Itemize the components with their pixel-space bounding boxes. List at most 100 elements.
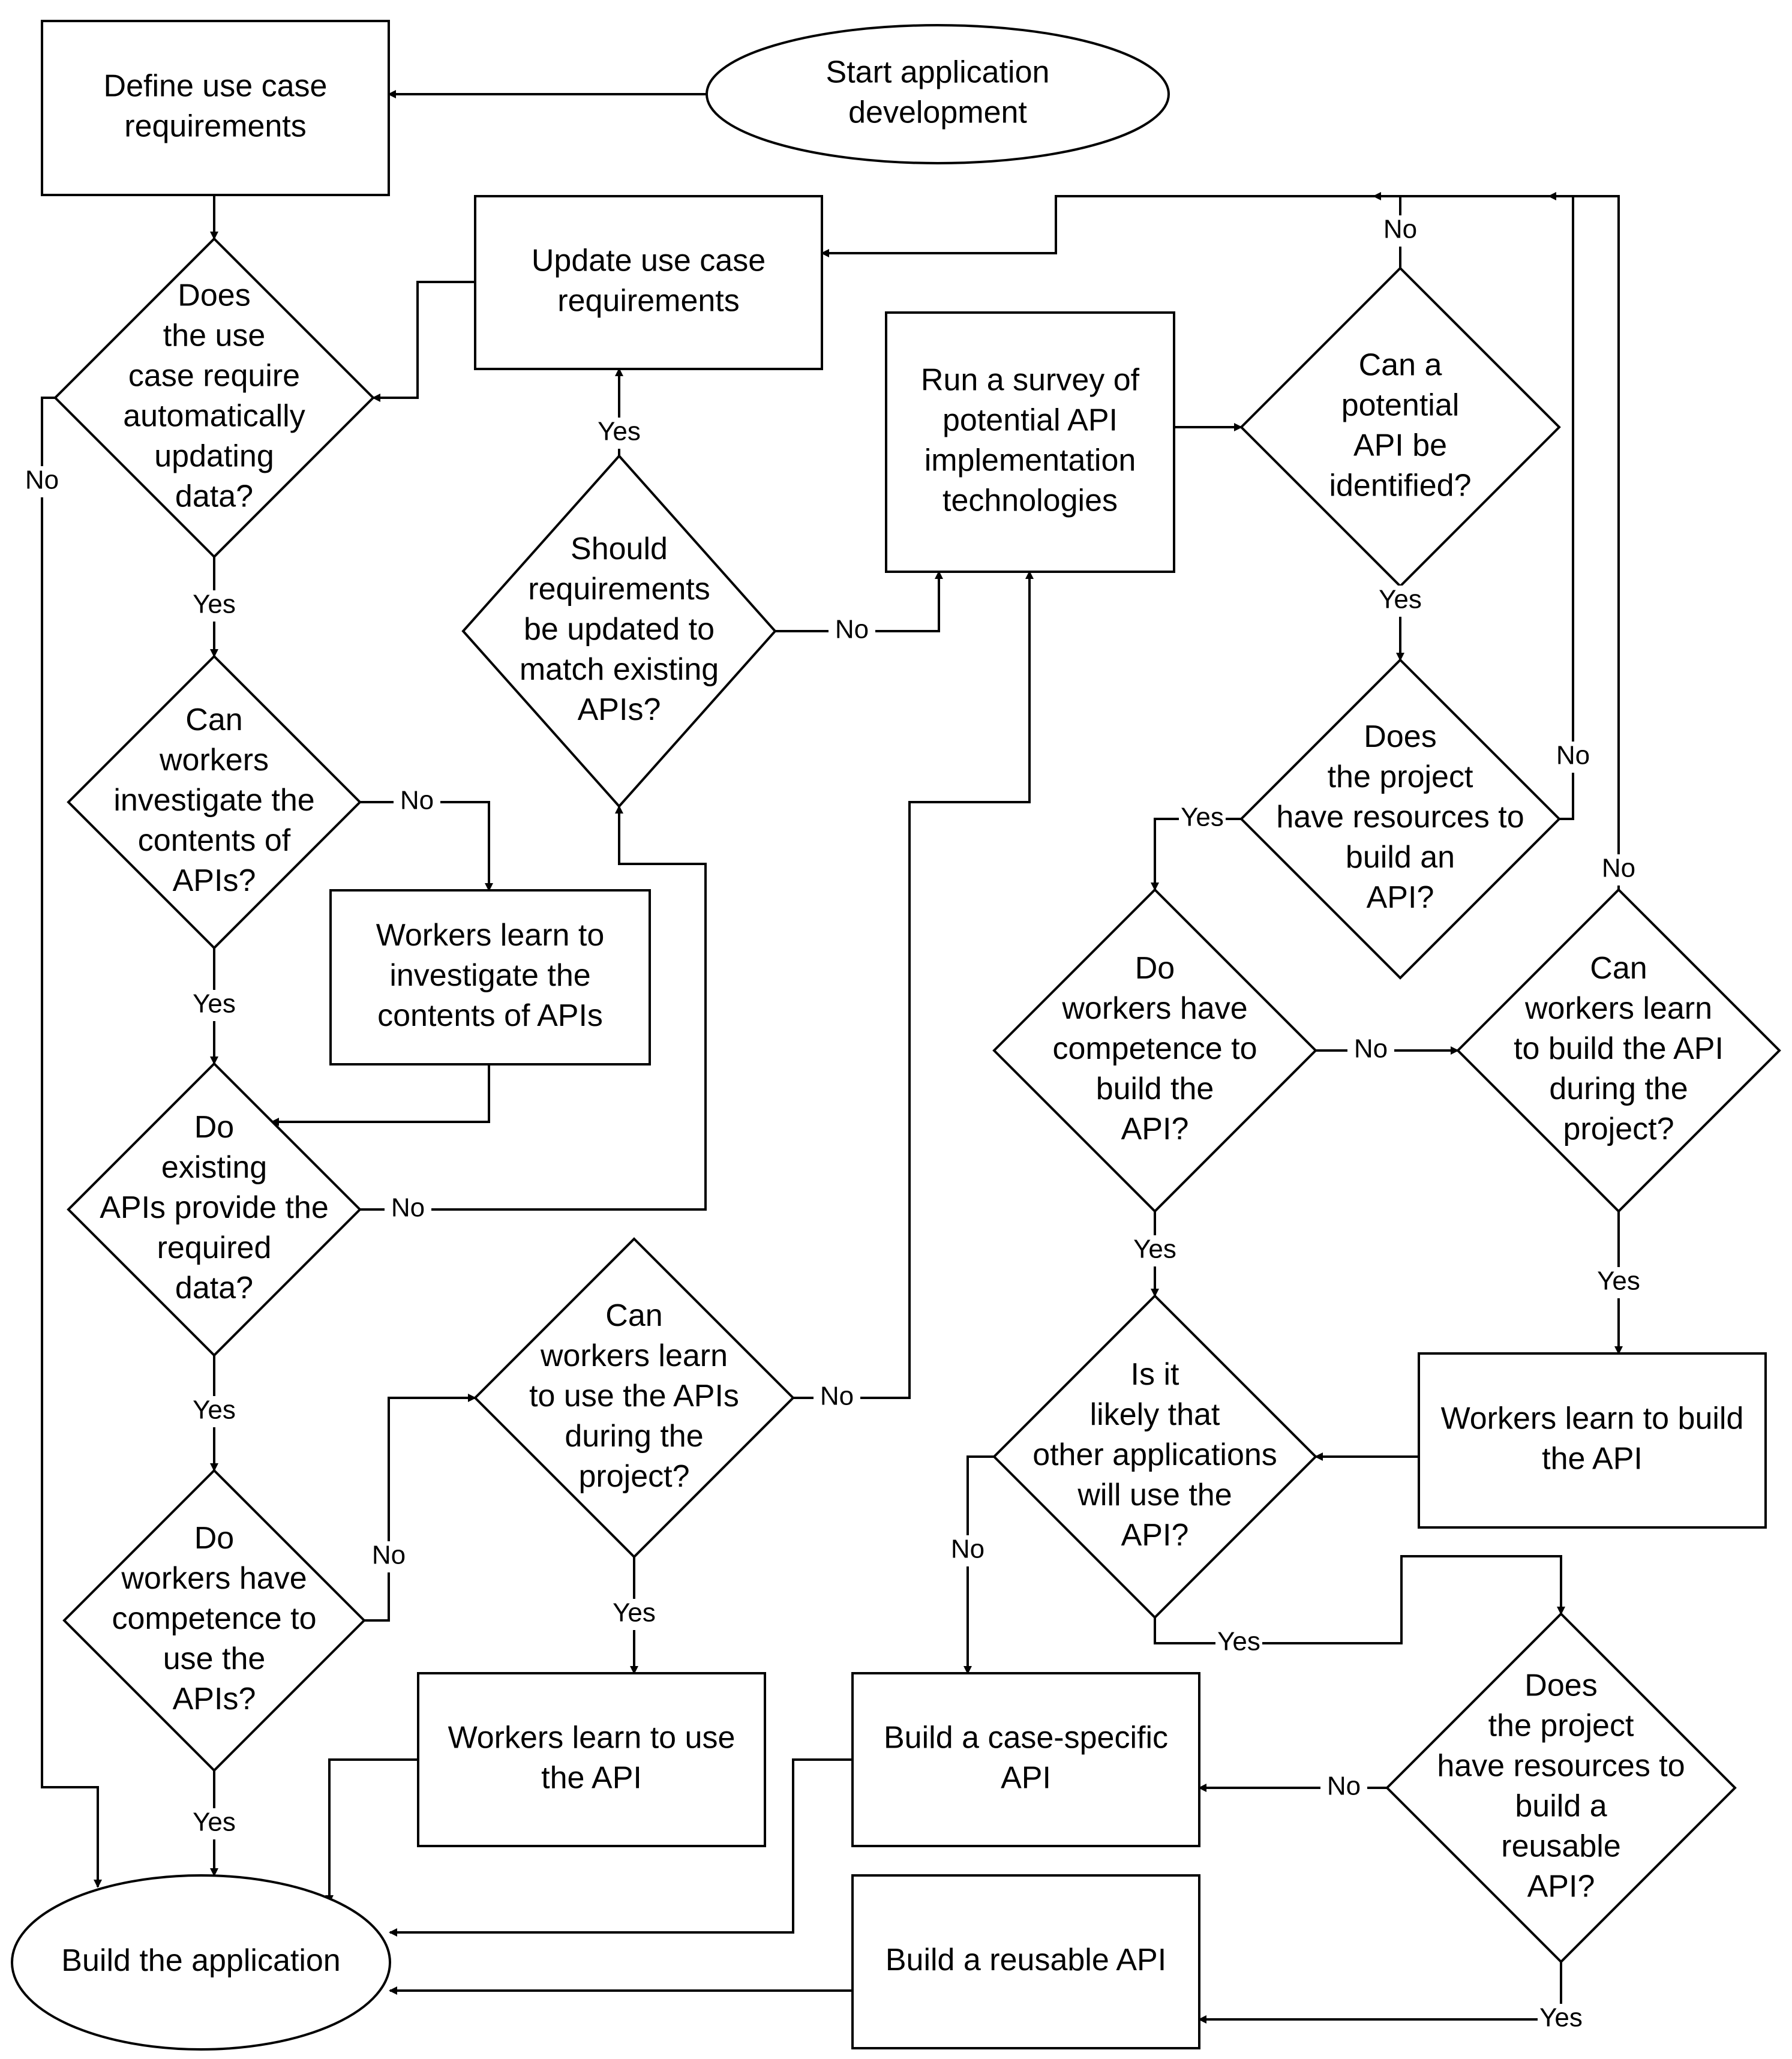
learn-investigate-label-line: Workers learn to: [376, 918, 605, 953]
edge-label-yes: Yes: [1133, 1235, 1176, 1264]
resources-reusable-label-line: API?: [1527, 1869, 1595, 1904]
edge-label-bg: [191, 1396, 238, 1427]
edge-learnuse-buildapp: [325, 1758, 418, 1904]
edge-label-no: No: [1354, 1034, 1388, 1064]
competence-build-label-line: workers have: [1061, 991, 1247, 1026]
learn-investigate-shape: [329, 889, 651, 1065]
case-specific-label-line: API: [1001, 1760, 1051, 1795]
edge-label-yes: Yes: [193, 1395, 236, 1425]
resources-reusable-label-line: Does: [1524, 1668, 1597, 1703]
edge-label-bg: [19, 466, 65, 497]
edge-canidentify-no-update: [821, 195, 1401, 268]
edge-label-no: No: [391, 1193, 425, 1223]
node-shapes: [11, 20, 1781, 2051]
edge-label-no: No: [25, 466, 59, 495]
edge-resources-no-top: [1373, 192, 1574, 820]
edge-label-yes: Yes: [193, 989, 236, 1019]
resources-reusable-label-line: build a: [1515, 1788, 1607, 1823]
edge-label-bg: [944, 1535, 991, 1566]
edge-label-bg: [1179, 803, 1226, 835]
edge-label-bg: [1595, 854, 1642, 886]
build-app-label-line: Build the application: [61, 1943, 340, 1978]
resources-build-label-line: have resources to: [1276, 800, 1524, 835]
update-shape: [474, 195, 823, 370]
edge-likely-no-casespecific: [963, 1455, 994, 1674]
edge-labels: NoNoYesYesNoYesNoNoYesNoYesNoNoYesYesYes…: [19, 215, 1642, 2035]
learn-build-shape: [1418, 1352, 1767, 1529]
auto-update-shape: [53, 237, 375, 559]
can-investigate-label-line: investigate the: [113, 783, 314, 818]
edge-label-bg: [1377, 215, 1424, 247]
existing-provide-label-line: Do: [194, 1110, 234, 1145]
existing-provide-label-line: data?: [175, 1271, 253, 1305]
learn-build-q-label-line: Can: [1590, 951, 1647, 986]
edge-label-bg: [1550, 742, 1596, 773]
resources-build-label: Does the project have resources to build an…: [1276, 719, 1524, 915]
competence-use-shape: [62, 1469, 366, 1772]
edge-label-no: No: [1602, 854, 1635, 883]
edge-label-no: No: [400, 786, 434, 815]
update-label-line: requirements: [557, 283, 739, 318]
can-investigate-label-line: Can: [185, 703, 242, 737]
competence-use-label-line: competence to: [112, 1601, 316, 1636]
can-identify-label-line: identified?: [1329, 468, 1471, 503]
survey-shape: [885, 311, 1175, 573]
competence-use-label-line: APIs?: [173, 1682, 256, 1716]
resources-reusable-label-line: have resources to: [1437, 1748, 1685, 1783]
learn-use-q-label-line: to use the APIs: [529, 1379, 739, 1413]
likely-other-shape: [992, 1294, 1317, 1619]
edge-resreusable-yes-reusable: [1198, 1962, 1562, 2024]
build-app-label: Build the application: [61, 1943, 340, 1978]
edge-label-yes: Yes: [1379, 585, 1422, 614]
case-specific-shape: [851, 1672, 1200, 1847]
edge-competenceuse-no-learnuseq: [364, 1394, 476, 1622]
edge-label-no: No: [951, 1535, 984, 1564]
edge-label-yes: Yes: [613, 1598, 656, 1628]
edge-label-yes: Yes: [1539, 2003, 1583, 2033]
edge-label-bg: [191, 990, 238, 1021]
competence-build-label-line: Do: [1135, 951, 1175, 986]
edge-casespecific-buildapp: [389, 1758, 853, 1937]
define-label-line: requirements: [124, 109, 306, 143]
edge-label-bg: [1320, 1772, 1367, 1803]
likely-other-label-line: likely that: [1090, 1397, 1220, 1432]
learn-use-q-label-line: project?: [579, 1459, 690, 1494]
learn-use-shape: [417, 1672, 766, 1847]
auto-update-label-line: case require: [128, 358, 300, 393]
edge-label-no: No: [835, 615, 869, 644]
should-update-label-line: Should: [571, 532, 668, 566]
case-specific-label-line: Build a case-specific: [884, 1720, 1168, 1755]
should-update-label-line: match existing: [520, 652, 719, 687]
edge-label-bg: [394, 787, 440, 818]
edge-label-yes: Yes: [1597, 1266, 1640, 1296]
edge-label-bg: [1131, 1235, 1178, 1266]
existing-provide-shape: [67, 1062, 362, 1357]
edge-label-yes: Yes: [193, 590, 236, 619]
resources-build-label-line: Does: [1364, 719, 1436, 754]
resources-build-label-line: the project: [1328, 760, 1473, 794]
edge-label-bg: [191, 590, 238, 622]
resources-build-label-line: build an: [1346, 840, 1455, 875]
should-update-label-line: requirements: [528, 572, 710, 607]
edge-label-yes: Yes: [1181, 803, 1224, 832]
edge-label-bg: [611, 1599, 658, 1630]
can-identify-label-line: Can a: [1359, 347, 1442, 382]
edge-label-bg: [596, 418, 643, 449]
competence-use-label-line: Do: [194, 1521, 234, 1556]
define-shape: [41, 20, 390, 196]
learn-build-label-line: the API: [1542, 1441, 1643, 1476]
edge-label-no: No: [820, 1382, 854, 1411]
edge-label-yes: Yes: [598, 417, 641, 446]
